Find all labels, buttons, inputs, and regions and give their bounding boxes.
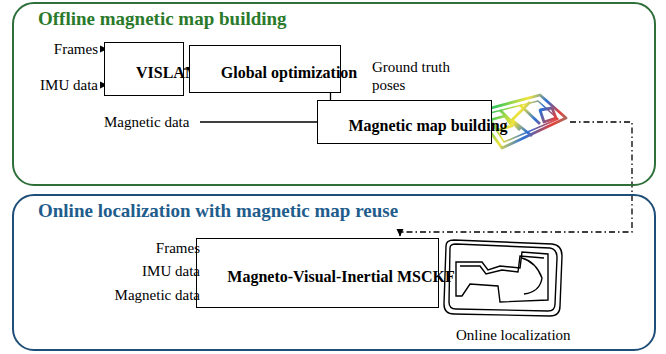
box-label: Magnetic map building — [348, 116, 507, 135]
section-heading: Offline magnetic map building — [38, 7, 287, 31]
process-box: VISLAM — [104, 42, 184, 96]
section-heading: Online localization with magnetic map re… — [38, 199, 398, 223]
io-label: Ground truth poses — [372, 58, 464, 94]
io-label: Frames — [156, 239, 200, 257]
io-label: IMU data — [142, 262, 200, 280]
io-label: IMU data — [40, 76, 98, 94]
trajectory-image — [444, 240, 562, 316]
box-label: Magneto-Visual-Inertial MSCKF — [227, 267, 454, 286]
io-label: Frames — [54, 40, 98, 58]
process-box: Magneto-Visual-Inertial MSCKF — [196, 238, 439, 308]
io-label: Magnetic data — [115, 286, 200, 304]
section-band: VISLAMGlobal optimizationMagnetic map bu… — [12, 2, 656, 186]
process-box: Global optimization — [189, 45, 341, 93]
process-box: Magnetic map building — [317, 100, 492, 144]
box-label: Global optimization — [221, 63, 357, 82]
io-label: Magnetic data — [104, 113, 189, 131]
io-label: Online localization — [456, 326, 571, 344]
